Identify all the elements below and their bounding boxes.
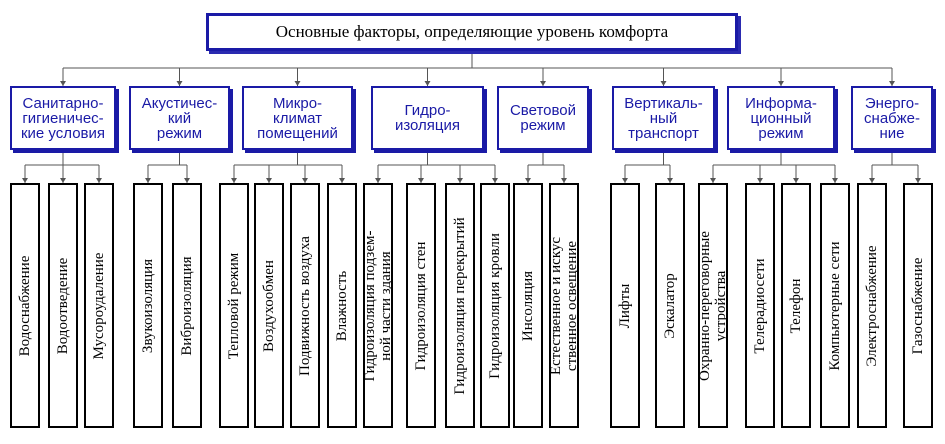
factor-box: Водоснабжение xyxy=(10,183,40,428)
arrow-head xyxy=(710,178,716,183)
arrow-head xyxy=(184,178,190,183)
arrow-head xyxy=(561,178,567,183)
arrow-head xyxy=(492,178,498,183)
factor-label: Гидроизоляция перекрытий xyxy=(452,216,468,395)
category-label: Санитарно- гигиеничес- кие условия xyxy=(20,94,106,142)
category-box: Энерго- снабже- ние xyxy=(851,86,933,150)
category-box: Санитарно- гигиеничес- кие условия xyxy=(10,86,116,150)
factor-box: Подвижность воздуха xyxy=(290,183,320,428)
factor-box: Телефон xyxy=(781,183,811,428)
arrow-head xyxy=(176,81,183,86)
arrow-head xyxy=(457,178,463,183)
factor-box: Эскалатор xyxy=(655,183,685,428)
factor-box: Гидроизоляция стен xyxy=(406,183,436,428)
factor-box: Компьютерные сети xyxy=(820,183,850,428)
arrow-head xyxy=(660,81,667,86)
factor-label: Гидроизоляция подзем- ной части здания xyxy=(362,230,394,381)
category-label: Микро- климат помещений xyxy=(257,94,338,142)
factor-box: Гидроизоляция перекрытий xyxy=(445,183,475,428)
factor-label: Водоснабжение xyxy=(17,255,33,356)
factor-label: Воздухообмен xyxy=(261,259,277,352)
arrow-head xyxy=(540,81,546,86)
arrow-head xyxy=(60,178,66,183)
arrow-head xyxy=(339,178,345,183)
category-label: Гидро- изоляция xyxy=(394,102,461,134)
factor-label: Гидроизоляция кровли xyxy=(487,232,503,379)
category-label: Вертикаль- ный транспорт xyxy=(624,94,703,142)
category-box: Вертикаль- ный транспорт xyxy=(612,86,715,150)
arrow-head xyxy=(375,178,381,183)
category-box: Световой режим xyxy=(497,86,589,150)
factor-label: Гидроизоляция стен xyxy=(413,241,429,370)
factor-box: Виброизоляция xyxy=(172,183,202,428)
factor-box: Естественное и искус ственное освещение xyxy=(548,183,580,428)
arrow-head xyxy=(915,178,921,183)
arrow-head xyxy=(266,178,272,183)
factor-box: Гидроизоляция подзем- ной части здания xyxy=(362,183,394,428)
factor-label: Водоотведение xyxy=(55,257,71,354)
factor-label: Естественное и искус ственное освещение xyxy=(548,236,580,375)
category-label: Информа- ционный режим xyxy=(745,94,817,142)
factor-box: Водоотведение xyxy=(48,183,78,428)
factor-label: Подвижность воздуха xyxy=(297,235,313,376)
factor-label: Электроснабжение xyxy=(864,244,880,367)
factor-label: Компьютерные сети xyxy=(827,240,843,371)
factor-label: Звукоизоляция xyxy=(140,258,156,353)
category-box: Гидро- изоляция xyxy=(371,86,484,150)
arrow-head xyxy=(60,81,66,86)
factor-label: Газоснабжение xyxy=(910,257,926,354)
arrow-head xyxy=(757,178,763,183)
arrow-head xyxy=(525,178,531,183)
factor-box: Инсоляция xyxy=(513,183,543,428)
arrow-head xyxy=(418,178,424,183)
arrow-head xyxy=(869,178,875,183)
factor-box: Тепловой режим xyxy=(219,183,249,428)
category-label: Энерго- снабже- ние xyxy=(864,94,920,142)
factor-label: Мусороудаление xyxy=(91,252,107,359)
arrow-head xyxy=(302,178,308,183)
factor-box: Гидроизоляция кровли xyxy=(480,183,510,428)
factor-box: Телерадиосети xyxy=(745,183,775,428)
factor-label: Влажность xyxy=(334,270,350,341)
arrow-head xyxy=(667,178,673,183)
arrow-head xyxy=(793,178,799,183)
arrow-head xyxy=(145,178,151,183)
factor-box: Электроснабжение xyxy=(857,183,887,428)
arrow-head xyxy=(832,178,838,183)
factor-box: Газоснабжение xyxy=(903,183,933,428)
factor-label: Тепловой режим xyxy=(226,252,242,359)
factor-box: Мусороудаление xyxy=(84,183,114,428)
factor-label: Телерадиосети xyxy=(752,257,768,354)
factor-box: Звукоизоляция xyxy=(133,183,163,428)
category-label: Акустичес- кий режим xyxy=(141,94,218,142)
factor-label: Инсоляция xyxy=(520,270,536,341)
category-box: Информа- ционный режим xyxy=(727,86,835,150)
arrow-head xyxy=(424,81,431,86)
factor-label: Телефон xyxy=(788,278,804,333)
factor-label: Эскалатор xyxy=(662,272,678,339)
arrow-head xyxy=(778,81,784,86)
category-label: Световой режим xyxy=(509,102,577,134)
factor-label: Охранно-переговорные устройства xyxy=(697,230,729,381)
arrow-head xyxy=(22,178,28,183)
factor-box: Охранно-переговорные устройства xyxy=(697,183,729,428)
arrow-head xyxy=(622,178,628,183)
arrow-head xyxy=(96,178,102,183)
category-box: Акустичес- кий режим xyxy=(129,86,230,150)
arrow-head xyxy=(231,178,237,183)
factor-box: Лифты xyxy=(610,183,640,428)
arrow-head xyxy=(889,81,895,86)
factor-box: Воздухообмен xyxy=(254,183,284,428)
factor-box: Влажность xyxy=(327,183,357,428)
category-box: Микро- климат помещений xyxy=(242,86,353,150)
factor-label: Лифты xyxy=(617,283,633,328)
diagram-title: Основные факторы, определяющие уровень к… xyxy=(206,13,738,51)
arrow-head xyxy=(294,81,301,86)
factor-label: Виброизоляция xyxy=(179,255,195,356)
